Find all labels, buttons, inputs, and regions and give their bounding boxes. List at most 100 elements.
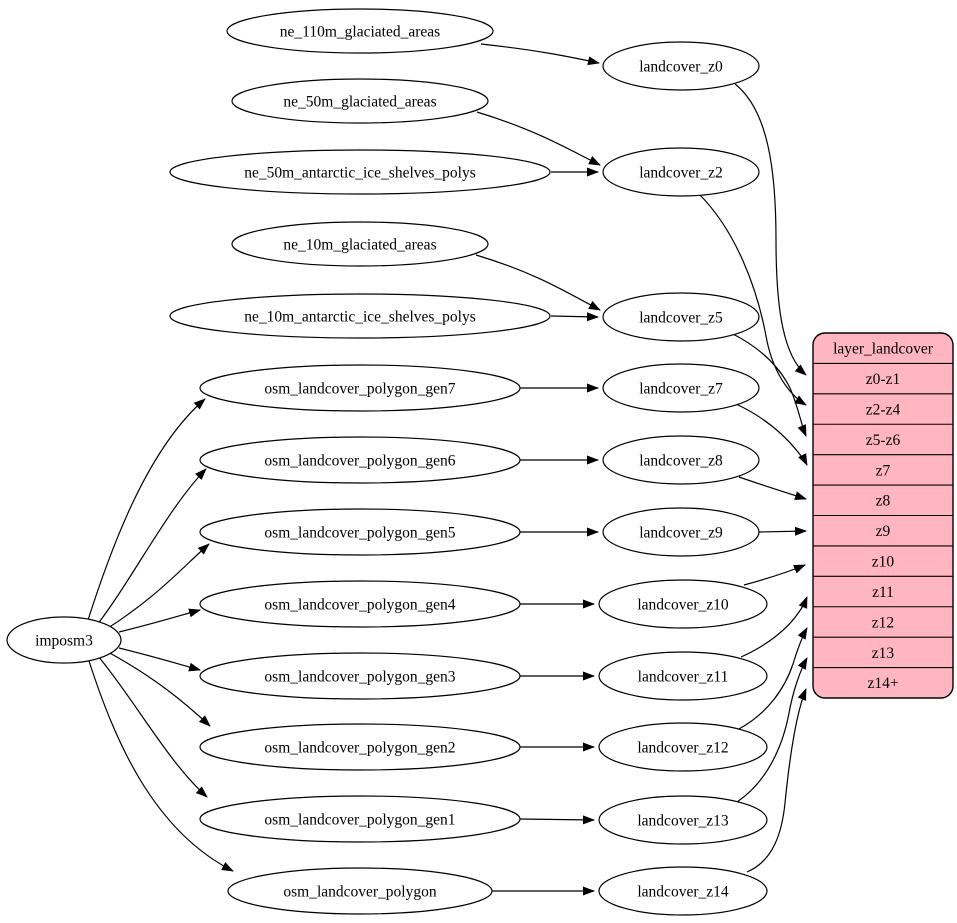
edge-ne_110m_glaciated_areas-to-landcover_z0 [480,43,600,66]
node-ellipse-landcover_z14 [598,866,768,916]
node-label-ne_50m_antarctic_ice_shelves_polys: ne_50m_antarctic_ice_shelves_polys [244,164,476,181]
edge-landcover_z8-to-layer_landcover-z8 [738,476,807,500]
table-row-z2-z4: z2-z4 [866,401,901,418]
node-ellipse-ne_10m_antarctic_ice_shelves_polys [169,293,551,339]
node-ellipse-landcover_z11 [598,651,768,701]
table-row-z8: z8 [876,493,891,510]
node-label-landcover_z11: landcover_z11 [638,668,729,685]
node-ne_10m_antarctic_ice_shelves_polys: ne_10m_antarctic_ice_shelves_polys [169,293,551,339]
node-osm_landcover_polygon_gen1: osm_landcover_polygon_gen1 [199,795,521,843]
record-table-layer: layer_landcoverz0-z1z2-z4z5-z6z7z8z9z10z… [812,332,954,699]
node-ellipse-imposm3 [6,616,122,664]
edge-imposm3-to-osm_landcover_polygon_gen6 [96,468,207,626]
node-label-osm_landcover_polygon_gen5: osm_landcover_polygon_gen5 [264,524,455,541]
node-label-imposm3: imposm3 [35,632,93,649]
edge-landcover_z9-to-layer_landcover-z9 [758,526,807,536]
edge-ne_10m_antarctic_ice_shelves_polys-to-landcover_z5 [550,312,599,322]
node-ellipse-landcover_z13 [598,795,768,845]
node-ellipse-osm_landcover_polygon_gen3 [199,652,521,700]
edge-landcover_z11-to-layer_landcover-z11 [740,596,808,658]
table-layer_landcover: layer_landcoverz0-z1z2-z4z5-z6z7z8z9z10z… [812,332,954,699]
node-ellipse-landcover_z5 [602,292,760,342]
node-ellipse-landcover_z2 [602,147,760,197]
node-osm_landcover_polygon: osm_landcover_polygon [227,867,493,915]
node-ellipse-ne_50m_antarctic_ice_shelves_polys [169,149,551,195]
node-ellipse-landcover_z9 [602,507,760,557]
edge-imposm3-to-osm_landcover_polygon_gen1 [97,655,208,798]
node-label-osm_landcover_polygon_gen6: osm_landcover_polygon_gen6 [264,452,455,469]
node-ellipse-osm_landcover_polygon_gen6 [199,436,521,484]
edge-imposm3-to-osm_landcover_polygon_gen4 [118,608,201,633]
node-landcover_z9: landcover_z9 [602,507,760,557]
node-ellipse-ne_110m_glaciated_areas [226,8,494,54]
node-landcover_z0: landcover_z0 [602,41,760,91]
edges-layer [87,43,808,896]
node-osm_landcover_polygon_gen3: osm_landcover_polygon_gen3 [199,652,521,700]
edge-landcover_z2-to-layer_landcover-z2-z4 [698,193,807,406]
node-label-ne_50m_glaciated_areas: ne_50m_glaciated_areas [283,93,436,110]
node-label-landcover_z13: landcover_z13 [637,812,728,829]
node-ellipse-landcover_z8 [602,435,760,485]
node-landcover_z14: landcover_z14 [598,866,768,916]
node-ellipse-osm_landcover_polygon_gen2 [199,723,521,771]
node-ellipse-osm_landcover_polygon_gen5 [199,508,521,556]
table-row-z13: z13 [872,645,895,662]
node-landcover_z12: landcover_z12 [598,722,768,772]
edge-ne_10m_glaciated_areas-to-landcover_z5 [475,254,601,311]
edge-landcover_z12-to-layer_landcover-z12 [738,627,808,730]
node-ellipse-ne_10m_glaciated_areas [231,221,489,267]
node-landcover_z11: landcover_z11 [598,651,768,701]
node-ellipse-landcover_z0 [602,41,760,91]
node-label-landcover_z0: landcover_z0 [639,58,723,75]
node-label-landcover_z9: landcover_z9 [639,524,723,541]
node-label-landcover_z14: landcover_z14 [637,883,728,900]
node-label-ne_110m_glaciated_areas: ne_110m_glaciated_areas [280,23,440,40]
table-row-z7: z7 [876,462,891,479]
table-title: layer_landcover [833,341,934,358]
node-label-osm_landcover_polygon_gen2: osm_landcover_polygon_gen2 [264,739,455,756]
node-ellipse-landcover_z12 [598,722,768,772]
node-osm_landcover_polygon_gen6: osm_landcover_polygon_gen6 [199,436,521,484]
table-row-z12: z12 [872,614,894,631]
edge-imposm3-to-osm_landcover_polygon_gen2 [107,651,211,727]
node-label-osm_landcover_polygon_gen4: osm_landcover_polygon_gen4 [264,596,455,613]
edge-osm_landcover_polygon_gen1-to-landcover_z13 [519,815,595,825]
node-label-landcover_z5: landcover_z5 [639,309,723,326]
node-ellipse-osm_landcover_polygon_gen4 [199,580,521,628]
node-osm_landcover_polygon_gen7: osm_landcover_polygon_gen7 [199,364,521,412]
node-label-landcover_z12: landcover_z12 [637,739,728,756]
node-ne_110m_glaciated_areas: ne_110m_glaciated_areas [226,8,494,54]
node-label-osm_landcover_polygon_gen3: osm_landcover_polygon_gen3 [264,668,455,685]
node-landcover_z8: landcover_z8 [602,435,760,485]
node-ellipse-osm_landcover_polygon_gen1 [199,795,521,843]
node-ellipse-osm_landcover_polygon_gen7 [199,364,521,412]
node-landcover_z2: landcover_z2 [602,147,760,197]
node-label-osm_landcover_polygon_gen7: osm_landcover_polygon_gen7 [264,380,455,397]
node-imposm3: imposm3 [6,616,122,664]
node-osm_landcover_polygon_gen2: osm_landcover_polygon_gen2 [199,723,521,771]
node-label-landcover_z7: landcover_z7 [639,380,723,397]
edge-landcover_z10-to-layer_landcover-z10 [743,564,806,586]
node-label-landcover_z10: landcover_z10 [637,596,728,613]
edge-landcover_z0-to-layer_landcover-z0-z1 [734,83,807,376]
node-ne_50m_antarctic_ice_shelves_polys: ne_50m_antarctic_ice_shelves_polys [169,149,551,195]
edge-imposm3-to-osm_landcover_polygon_gen3 [118,647,201,672]
node-osm_landcover_polygon_gen5: osm_landcover_polygon_gen5 [199,508,521,556]
node-landcover_z7: landcover_z7 [602,363,760,413]
table-row-z14+: z14+ [867,675,898,692]
table-row-z11: z11 [872,584,894,601]
node-label-landcover_z2: landcover_z2 [639,164,723,181]
node-label-landcover_z8: landcover_z8 [639,452,723,469]
node-landcover_z5: landcover_z5 [602,292,760,342]
node-ellipse-osm_landcover_polygon [227,867,493,915]
edge-imposm3-to-osm_landcover_polygon [88,660,234,872]
table-row-z5-z6: z5-z6 [866,432,901,449]
node-ne_10m_glaciated_areas: ne_10m_glaciated_areas [231,221,489,267]
edge-landcover_z5-to-layer_landcover-z5-z6 [730,332,807,437]
edge-landcover_z13-to-layer_landcover-z13 [736,657,808,803]
node-label-ne_10m_antarctic_ice_shelves_polys: ne_10m_antarctic_ice_shelves_polys [244,308,476,325]
node-landcover_z10: landcover_z10 [598,579,768,629]
edge-landcover_z14-to-layer_landcover-z14+ [746,688,807,873]
